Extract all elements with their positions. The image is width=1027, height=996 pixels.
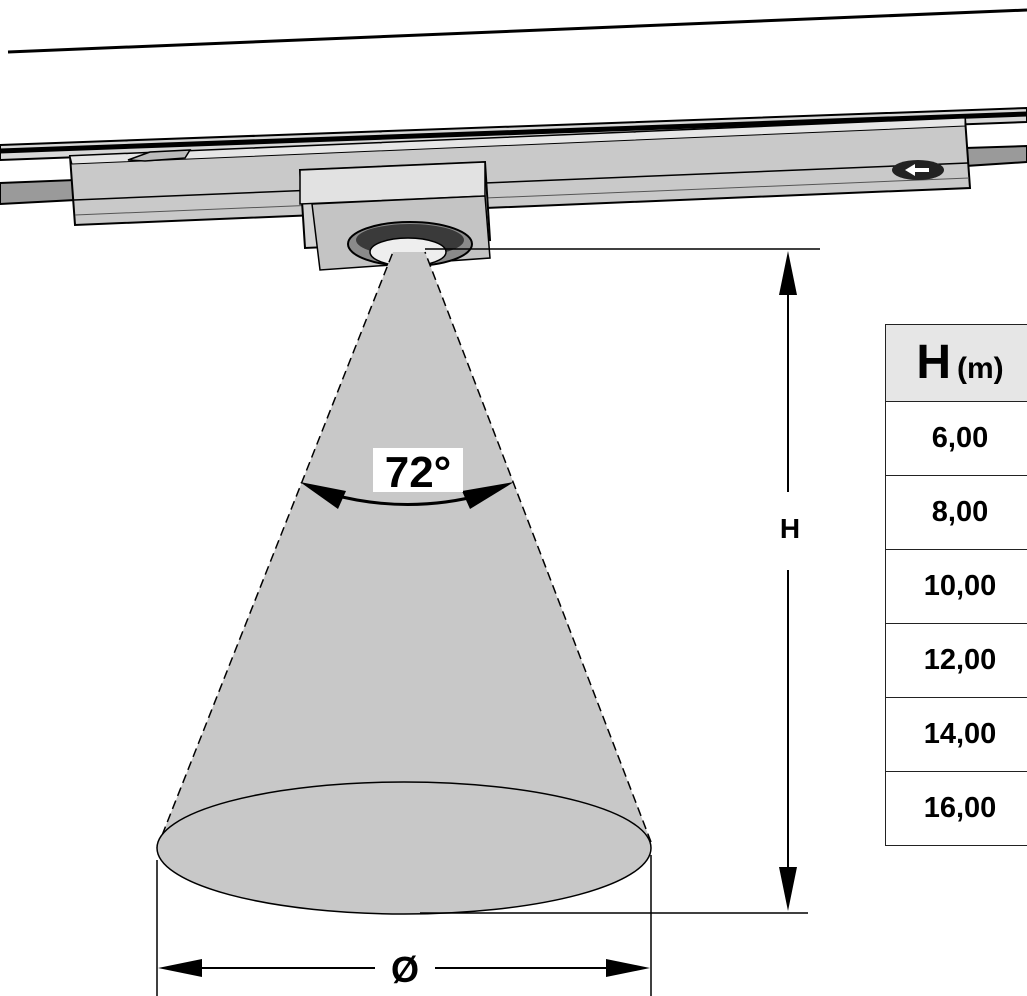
diameter-label: Ø bbox=[391, 949, 419, 990]
height-label: H bbox=[780, 513, 800, 544]
diameter-dimension: Ø bbox=[156, 855, 652, 996]
sensor-housing bbox=[68, 116, 972, 227]
table-header: H(m) bbox=[885, 324, 1027, 402]
height-unit: (m) bbox=[957, 352, 1004, 385]
coverage-area-ellipse bbox=[156, 781, 652, 915]
table-row: 6,00 bbox=[885, 401, 1027, 476]
ceiling-line bbox=[7, 8, 1027, 54]
table-row: 8,00 bbox=[885, 475, 1027, 550]
table-row: 12,00 bbox=[885, 623, 1027, 698]
table-row: 16,00 bbox=[885, 771, 1027, 846]
detection-cone bbox=[156, 251, 652, 915]
track-rail bbox=[0, 106, 1027, 206]
beam-angle-indicator: 72° bbox=[300, 448, 514, 509]
detector-module bbox=[298, 160, 492, 271]
table-row: 14,00 bbox=[885, 697, 1027, 772]
mounting-height-table: H(m) 6,00 8,00 10,00 12,00 14,00 16,00 bbox=[885, 324, 1027, 846]
height-symbol: H bbox=[916, 336, 951, 389]
beam-angle-label: 72° bbox=[385, 448, 452, 497]
height-dimension: H bbox=[420, 248, 820, 914]
table-row: 10,00 bbox=[885, 549, 1027, 624]
